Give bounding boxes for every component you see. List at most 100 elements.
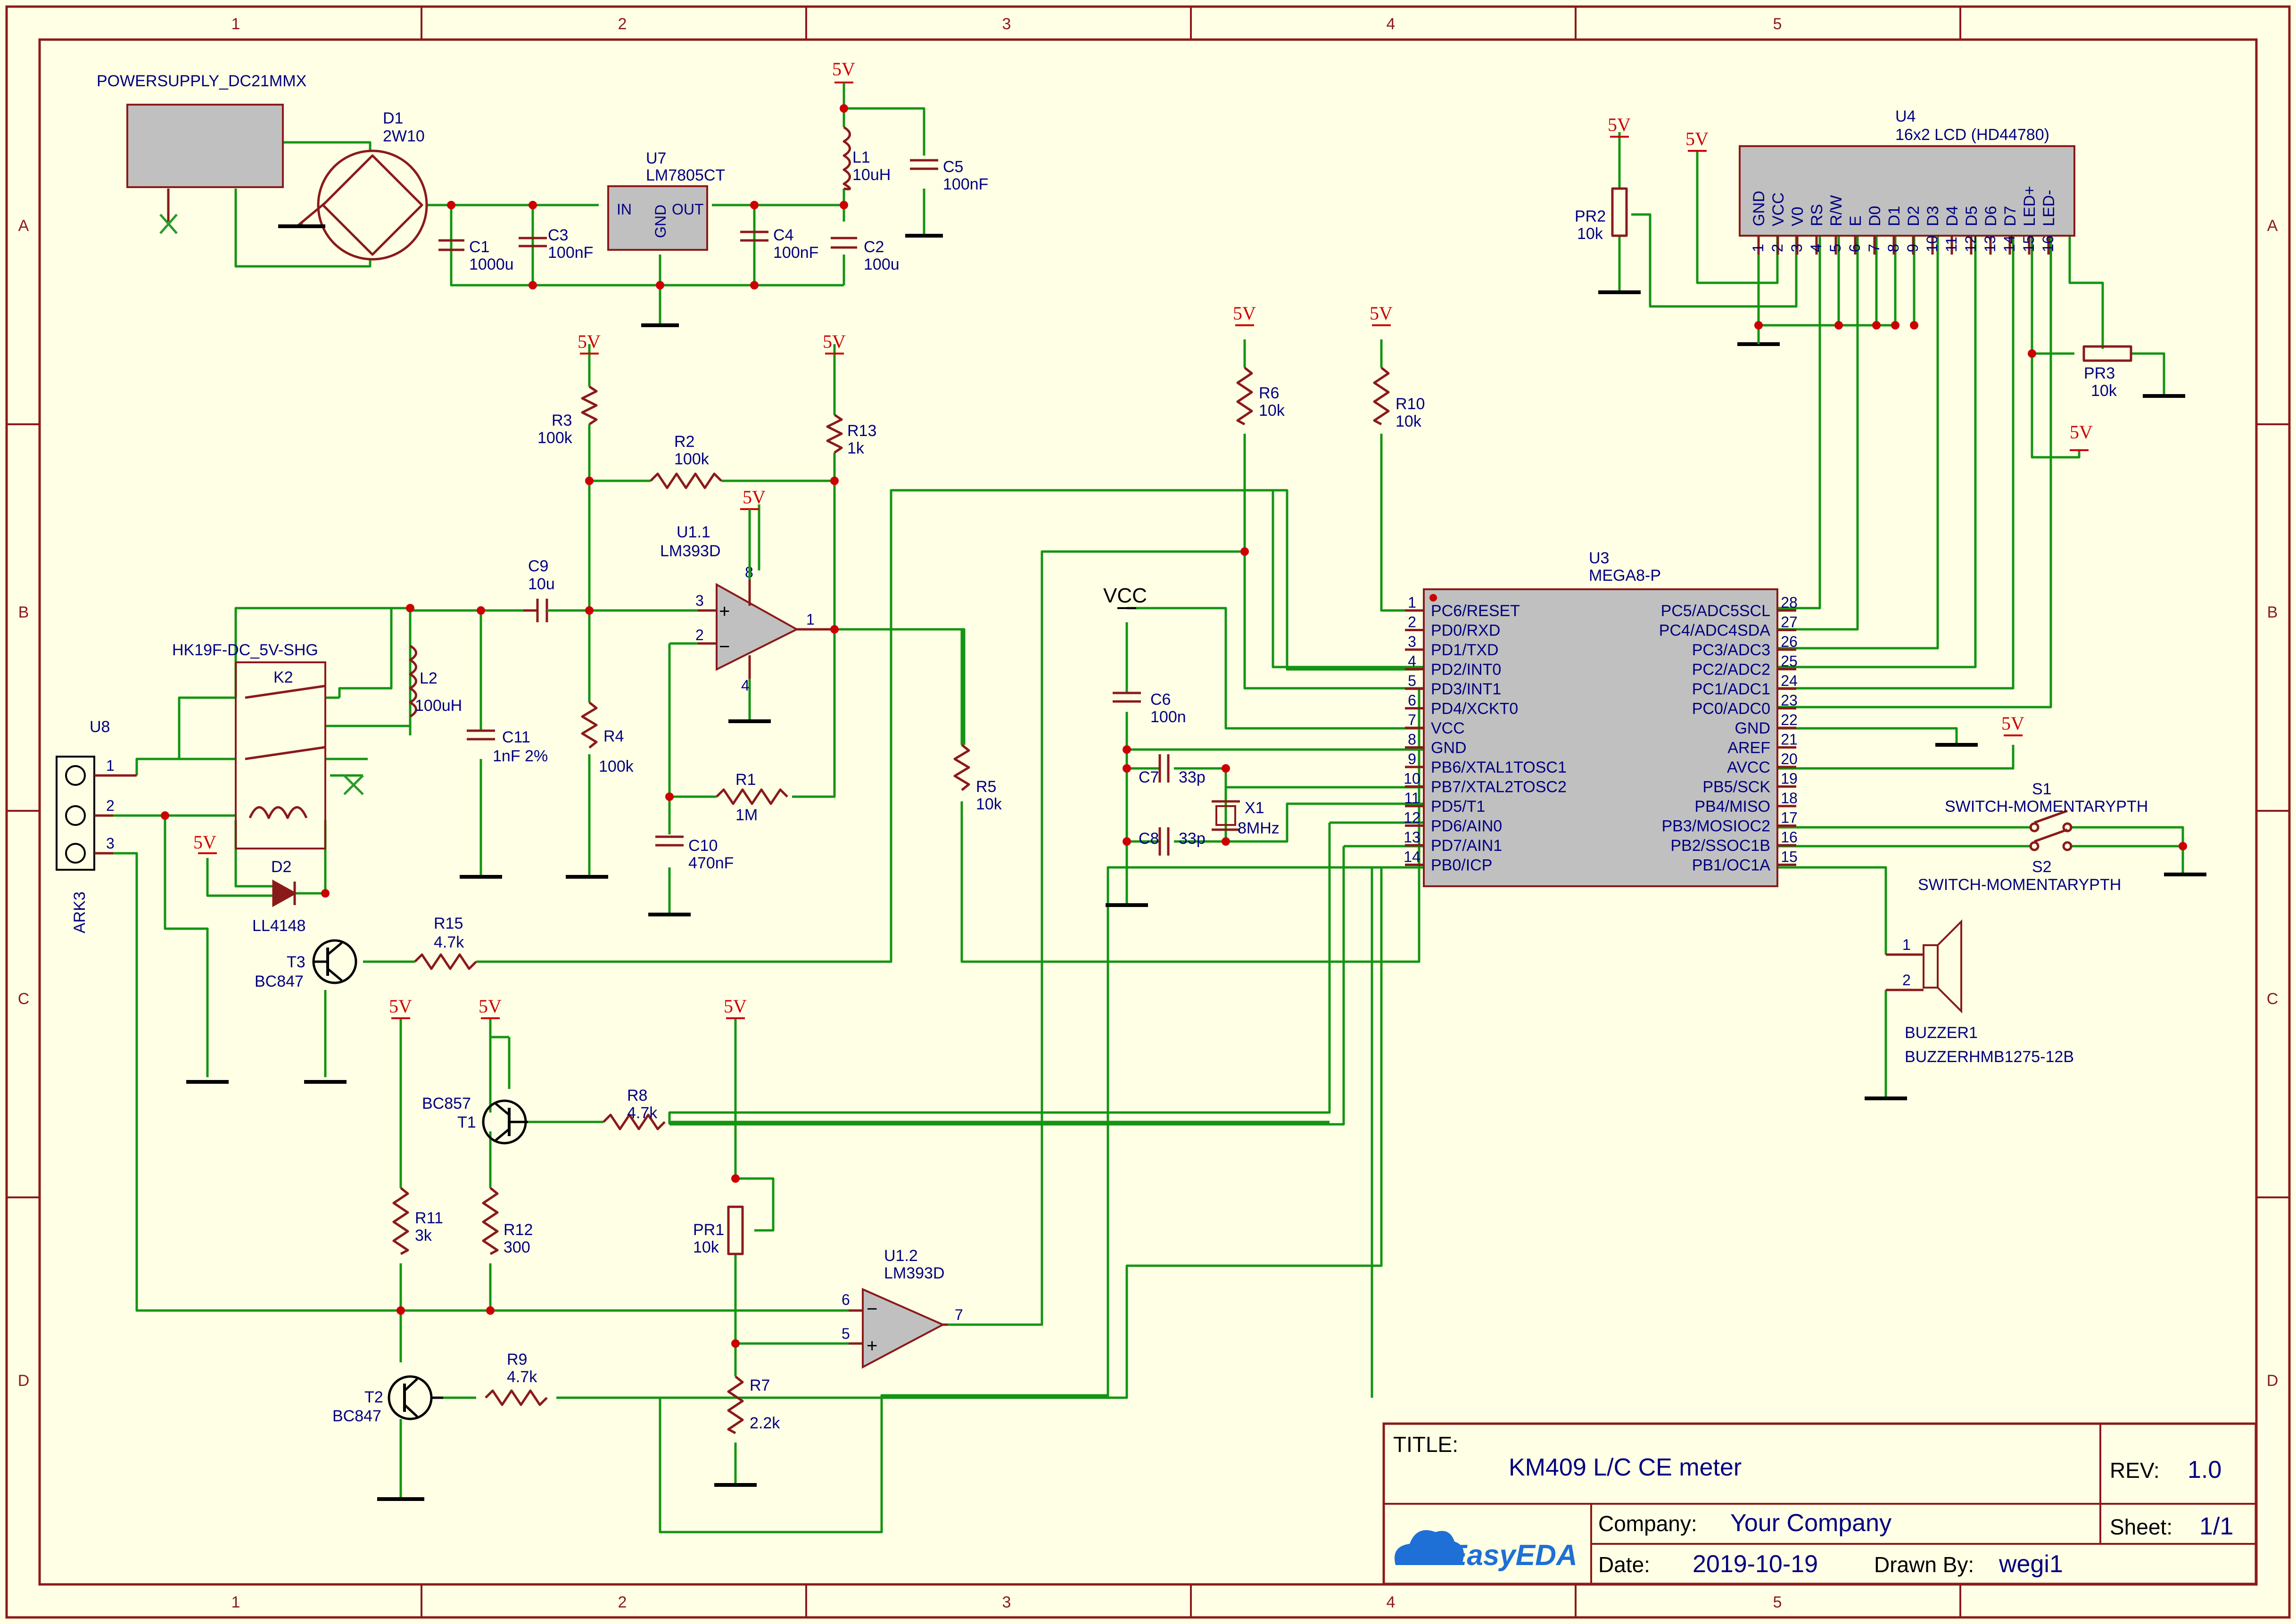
r11-ref: R11 <box>415 1209 443 1227</box>
pin-number: 1 <box>1750 244 1767 252</box>
col-label: 4 <box>1387 15 1396 33</box>
date-value: 2019-10-19 <box>1693 1550 1818 1578</box>
col-label: 2 <box>618 1593 627 1611</box>
t2-value: BC847 <box>332 1407 381 1425</box>
vcc-label: VCC <box>1103 584 1147 607</box>
u4-value: 16x2 LCD (HD44780) <box>1895 126 2049 144</box>
regulator-u7: U7 LM7805CT IN OUT GND <box>607 149 725 251</box>
pin-number: 4 <box>741 677 750 694</box>
pin-number: 13 <box>1404 829 1421 846</box>
pin-number: 28 <box>1781 594 1798 611</box>
pin-number: 4 <box>1808 244 1825 252</box>
capacitor-c11: C11 1nF 2% <box>467 728 548 765</box>
pin-name: GND <box>1431 739 1467 757</box>
r10-value: 10k <box>1396 412 1422 430</box>
pr3-ref: PR3 <box>2084 364 2115 382</box>
drawn-value: wegi1 <box>1999 1550 2063 1578</box>
comparator-u1-2: U1.2 LM393D − + 6 5 7 <box>842 1247 963 1369</box>
pin-name: VCC <box>1431 719 1465 737</box>
psu-label: POWERSUPPLY_DC21MMX <box>97 72 306 90</box>
pr2-value: 10k <box>1577 225 1603 243</box>
c8-value: 33p <box>1179 830 1206 848</box>
c11-ref: C11 <box>502 728 530 746</box>
pin-name: PB3/MOSIOC2 <box>1661 817 1770 835</box>
pin-number: 21 <box>1781 731 1798 748</box>
pin-name: PD0/RXD <box>1431 622 1500 640</box>
t2-ref: T2 <box>364 1388 383 1406</box>
pin-number: 11 <box>1404 790 1420 807</box>
resistor-symbols <box>392 187 2132 1434</box>
transistor-t1: BC857 T1 <box>422 1095 528 1145</box>
c9-ref: C9 <box>528 557 548 575</box>
pin-number: 16 <box>1781 829 1798 846</box>
pin-number: 2 <box>106 797 115 814</box>
pin-number: 9 <box>1408 750 1416 767</box>
pin-number: 3 <box>106 835 115 852</box>
pin-number: 9 <box>1904 244 1921 252</box>
c5-value: 100nF <box>943 175 988 193</box>
row-label: D <box>2267 1372 2279 1390</box>
drawing-frame: 1 2 3 4 5 1 2 3 4 5 A B C D A B C D <box>5 5 2291 1619</box>
col-label: 1 <box>231 15 240 33</box>
u12-ref: U1.2 <box>884 1247 918 1265</box>
pin-number: 1 <box>1408 594 1416 611</box>
mcu-right-pins: 28PC5/ADC5SCL27PC4/ADC4SDA26PC3/ADC325PC… <box>1659 594 1798 874</box>
v5-label: 5V <box>743 486 766 508</box>
pin-number: 3 <box>695 592 704 609</box>
v5-label: 5V <box>1233 303 1256 324</box>
r2-value: 100k <box>674 450 710 468</box>
relay-k2: HK19F-DC_5V-SHG K2 <box>172 641 364 849</box>
pin-number: 10 <box>1924 235 1941 252</box>
pin-number: 12 <box>1404 809 1421 826</box>
u7-gnd: GND <box>652 205 669 238</box>
u12-value: LM393D <box>884 1264 945 1282</box>
v5-label: 5V <box>193 832 216 853</box>
r8-ref: R8 <box>627 1087 647 1105</box>
v5-port: 5V <box>740 486 766 580</box>
col-label: 1 <box>231 1593 240 1611</box>
pin-name: PB6/XTAL1TOSC1 <box>1431 758 1567 776</box>
pin-number: 15 <box>2020 235 2037 252</box>
pin-name: D2 <box>1905 206 1923 226</box>
pin-number: 8 <box>1885 244 1902 252</box>
r1-ref: R1 <box>735 771 756 789</box>
pin-number: 11 <box>1943 237 1960 252</box>
c4-ref: C4 <box>773 226 793 244</box>
pin-name: VCC <box>1769 192 1787 226</box>
d2-value: LL4148 <box>252 917 306 935</box>
s2-ref: S2 <box>2032 858 2052 876</box>
row-label: A <box>2267 217 2278 235</box>
pin-name: D4 <box>1943 206 1961 226</box>
diode-d2: D2 LL4148 <box>252 858 306 935</box>
t1-ref: T1 <box>457 1113 476 1131</box>
u7-ref: U7 <box>646 149 666 167</box>
col-label: 4 <box>1387 1593 1396 1611</box>
date-label: Date: <box>1598 1552 1650 1577</box>
pin-number: 8 <box>1408 731 1416 748</box>
pin-name: PB5/SCK <box>1702 778 1770 796</box>
u8-value: ARK3 <box>71 891 89 933</box>
c8-ref: C8 <box>1139 830 1159 848</box>
crystal-x1: X1 8MHz <box>1212 799 1280 837</box>
terminal-u8: U8 ARK3 1 2 3 <box>56 718 137 933</box>
pin-number: 19 <box>1781 770 1798 787</box>
capacitor-c6: C6 100n <box>1113 691 1186 726</box>
resistor-labels: R3 100k R2 100k R13 1k R4 100k R1 1M R15… <box>415 207 2117 1432</box>
r13-value: 1k <box>847 439 865 457</box>
r9-value: 4.7k <box>507 1368 537 1386</box>
u7-out: OUT <box>672 201 704 218</box>
pin-name: LED+ <box>2021 186 2039 226</box>
company-value: Your Company <box>1730 1509 1891 1537</box>
pin-name: GND <box>1734 719 1770 737</box>
l1-value: 10uH <box>852 166 891 184</box>
r8-value: 4.7k <box>627 1104 658 1122</box>
col-label: 3 <box>1002 15 1011 33</box>
transistor-t3: T3 BC847 <box>255 939 357 990</box>
col-label: 5 <box>1773 1593 1782 1611</box>
pin-number: 3 <box>1408 633 1416 650</box>
c3-value: 100nF <box>548 244 593 262</box>
rev-label: REV: <box>2110 1458 2160 1483</box>
pin-number: 1 <box>806 611 815 628</box>
c2-value: 100u <box>864 256 900 273</box>
switch-s1: S1 SWITCH-MOMENTARYPTH <box>1945 780 2148 833</box>
